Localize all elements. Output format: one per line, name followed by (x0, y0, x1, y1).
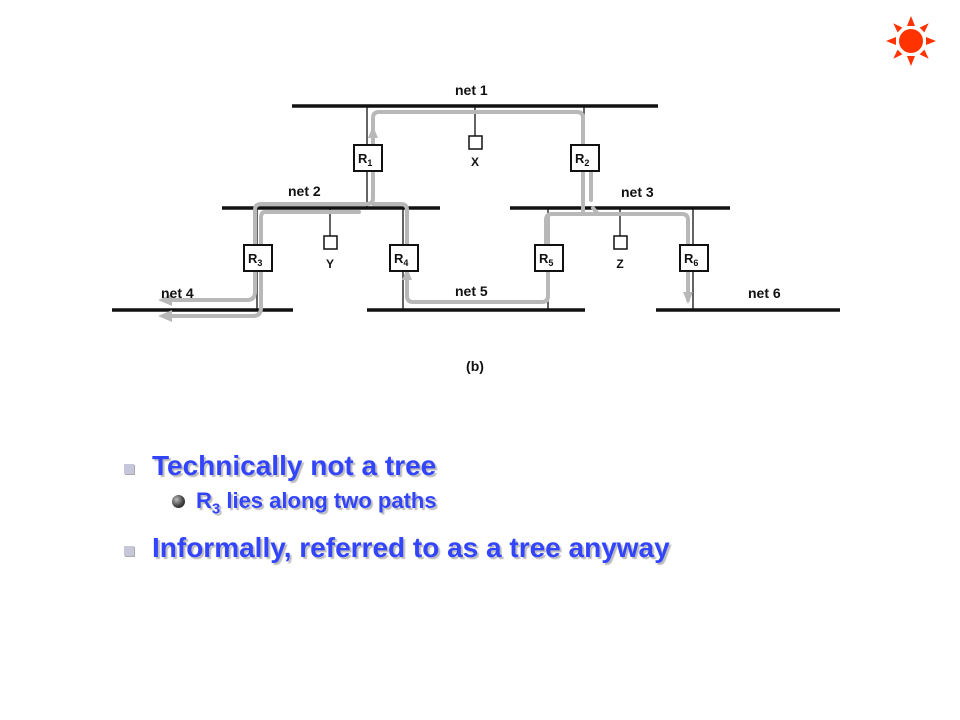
net1-label: net 1 (455, 82, 488, 98)
net6-label: net 6 (748, 285, 781, 301)
host-z-box (613, 235, 628, 250)
bullet-item: Technically not a tree (120, 448, 670, 484)
sub-bullet-text: R3 lies along two paths (196, 488, 437, 518)
sub-bullet-item: R3 lies along two paths (120, 486, 670, 524)
host-y-box (323, 235, 338, 250)
net3-label: net 3 (621, 184, 654, 200)
net5-label: net 5 (455, 283, 488, 299)
path-arrows (158, 126, 693, 322)
delivery-paths (168, 110, 690, 318)
square-bullet-icon (124, 464, 134, 474)
diagram-caption: (b) (466, 358, 484, 374)
router-r6-label: R6 (684, 251, 698, 268)
host-z-label: Z (616, 257, 623, 271)
router-r3-box (243, 244, 273, 272)
net4-label: net 4 (161, 285, 194, 301)
host-x-box (468, 135, 483, 150)
router-r6-box (679, 244, 709, 272)
ball-bullet-icon (172, 495, 185, 508)
net2-label: net 2 (288, 183, 321, 199)
router-r3-label: R3 (248, 251, 262, 268)
host-x-label: X (471, 155, 479, 169)
host-y-label: Y (326, 257, 334, 271)
router-r1-box (353, 144, 383, 172)
router-r5-label: R5 (539, 251, 553, 268)
bullet-item: Informally, referred to as a tree anyway (120, 530, 670, 566)
sun-icon (886, 16, 936, 66)
router-r5-box (534, 244, 564, 272)
square-bullet-icon (124, 546, 134, 557)
router-r2-label: R2 (575, 151, 589, 168)
bullet-text: Technically not a tree (152, 450, 437, 481)
router-r4-label: R4 (394, 251, 408, 268)
router-r4-box (389, 244, 419, 272)
bullet-list: Technically not a tree R3 lies along two… (120, 448, 670, 566)
router-r1-label: R1 (358, 151, 372, 168)
bullet-text: Informally, referred to as a tree anyway (152, 532, 670, 564)
router-r2-box (570, 144, 600, 172)
